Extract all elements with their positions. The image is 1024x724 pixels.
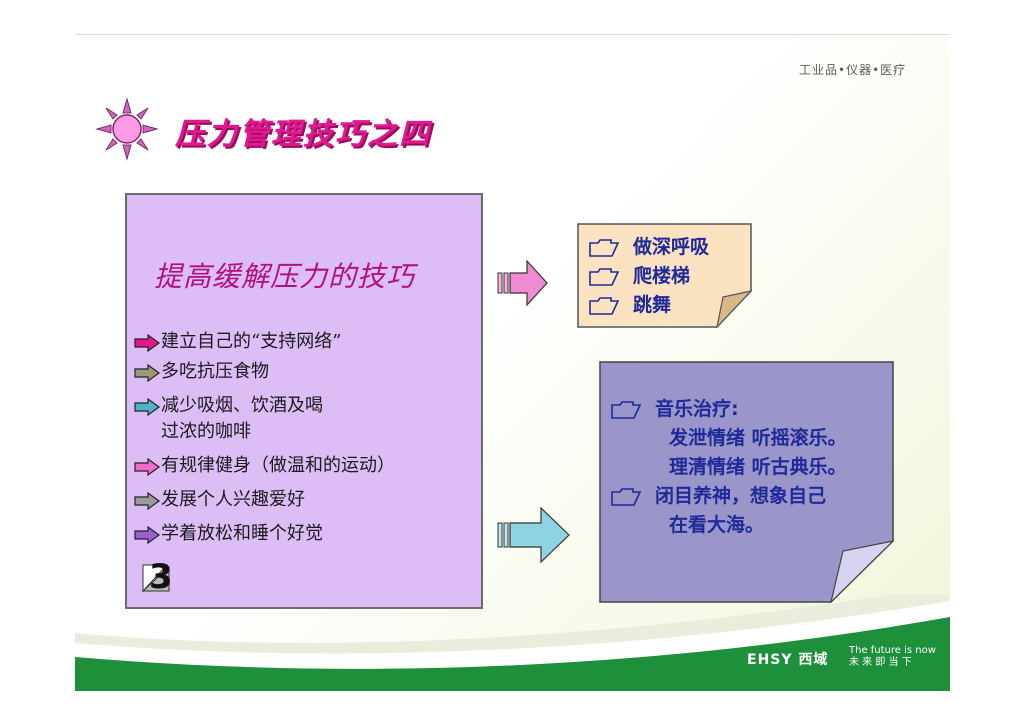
tip-item: 建立自己的“支持网络” (133, 329, 341, 355)
header-tagline: 工业品•仪器•医疗 (799, 63, 907, 77)
note-top-list: 做深呼吸 爬楼梯 跳舞 (589, 233, 709, 320)
note-line: 在看大海。 (669, 514, 765, 536)
arrow-right-icon (134, 334, 161, 352)
note-line: 发泄情绪 听摇滚乐。 (669, 427, 847, 449)
note-bottom-shape (599, 361, 894, 603)
page-number: 3 (149, 557, 173, 597)
slide-title: 压力管理技巧之四 (175, 117, 431, 152)
tip-item: 发展个人兴趣爱好 (133, 487, 305, 513)
tip-item: 多吃抗压食物 (133, 359, 269, 385)
tip-text: 减少吸烟、饮酒及喝过浓的咖啡 (161, 395, 323, 442)
folder-icon (589, 296, 619, 315)
arrow-right-icon (134, 458, 161, 476)
arrow-right-icon (134, 526, 161, 544)
folder-icon (611, 400, 641, 419)
tip-text: 建立自己的“支持网络” (161, 331, 342, 352)
tip-text: 有规律健身（做温和的运动） (161, 455, 395, 476)
folder-icon (589, 267, 619, 286)
folder-icon (589, 238, 619, 257)
tip-text: 学着放松和睡个好觉 (161, 523, 323, 544)
arrow-right-icon (134, 364, 161, 382)
note-line: 闭目养神，想象自己 (655, 485, 827, 507)
tip-text: 多吃抗压食物 (161, 361, 269, 382)
brand-logo: EHSY 西域 (747, 652, 829, 668)
note-item: 跳舞 (589, 291, 709, 320)
sun-icon (95, 97, 159, 161)
arrow-right-icon (497, 259, 548, 307)
note-bottom-text: 音乐治疗: 发泄情绪 听摇滚乐。 理清情绪 听古典乐。 闭目养神，想象自己 在看… (611, 395, 847, 540)
note-line: 理清情绪 听古典乐。 (669, 456, 847, 478)
slogan: The future is now 未 来 即 当 下 (849, 645, 936, 668)
note-item: 爬楼梯 (589, 262, 709, 291)
arrow-right-icon (134, 398, 161, 416)
main-tips-box: 提高缓解压力的技巧 建立自己的“支持网络” 多吃抗压食物 减少吸烟、饮酒及喝过浓… (125, 193, 483, 609)
tip-item: 学着放松和睡个好觉 (133, 521, 323, 547)
footer-wave (75, 595, 950, 691)
slide: 工业品•仪器•医疗 压力管理技巧之四 提高缓解压力的技巧 建立自己的“支持网络”… (75, 34, 950, 691)
tips-heading: 提高缓解压力的技巧 (154, 260, 416, 293)
tip-text: 发展个人兴趣爱好 (161, 489, 305, 510)
arrow-right-icon (497, 506, 570, 564)
tip-item: 有规律健身（做温和的运动） (133, 453, 395, 479)
note-line: 音乐治疗: (655, 398, 739, 420)
tip-item: 减少吸烟、饮酒及喝过浓的咖啡 (133, 393, 323, 445)
folder-icon (611, 487, 641, 506)
note-item: 做深呼吸 (589, 233, 709, 262)
page-number-badge: 3 (141, 557, 175, 597)
note-top-shape (577, 223, 752, 328)
arrow-right-icon (134, 492, 161, 510)
